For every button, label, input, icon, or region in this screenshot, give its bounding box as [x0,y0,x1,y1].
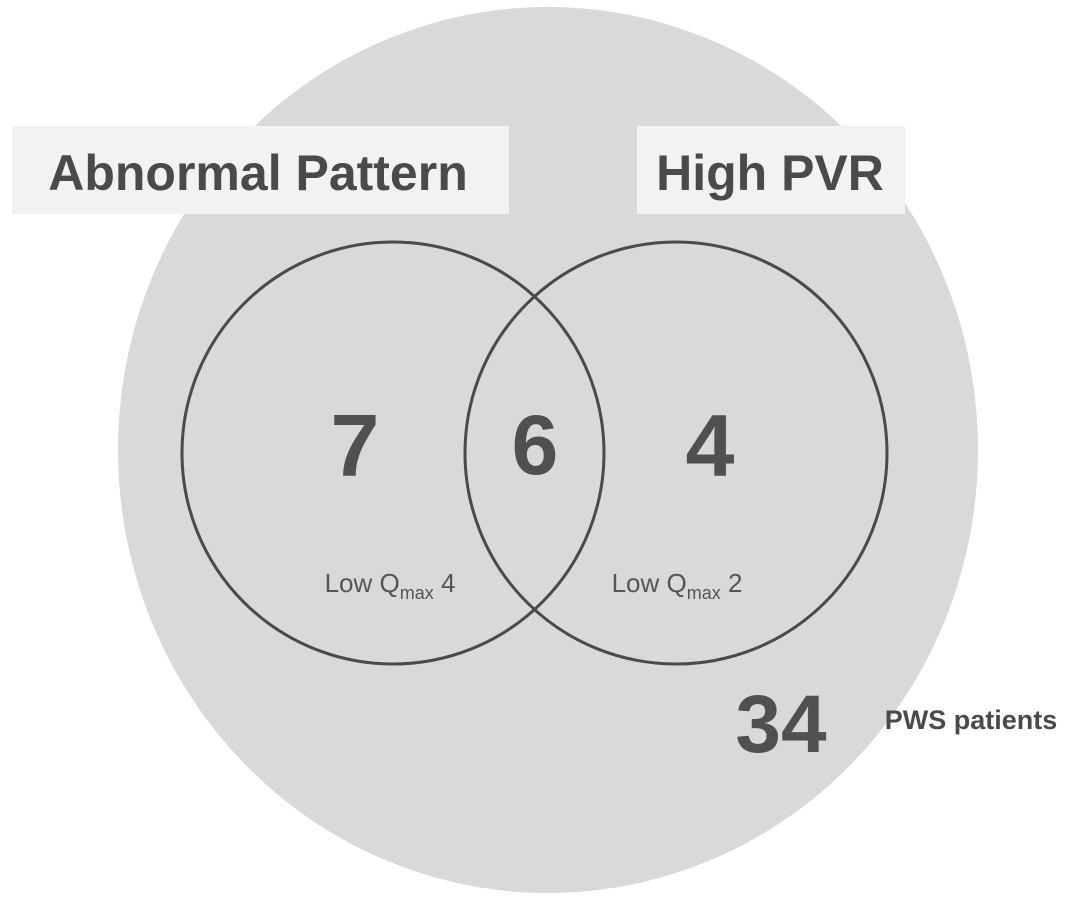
abnormal-only-note-prefix: Low Q [325,568,400,598]
abnormal-pattern-label-box [12,126,509,214]
abnormal-only-note-sub: max [400,583,434,603]
abnormal-pattern-circle [180,240,606,666]
high-pvr-only-note: Low Qmax 2 [612,568,743,603]
abnormal-only-note: Low Qmax 4 [325,568,456,603]
total-label: PWS patients [885,705,1058,735]
high-pvr-only-count: 4 [686,396,735,495]
high-pvr-only-note-prefix: Low Q [612,568,687,598]
high-pvr-label: High PVR [656,145,884,201]
universe-circle [118,7,978,893]
overlap-count: 6 [512,398,559,492]
abnormal-only-note-value: 4 [434,568,456,598]
high-pvr-only-note-value: 2 [721,568,743,598]
abnormal-pattern-label: Abnormal Pattern [48,145,468,201]
high-pvr-only-note-sub: max [687,583,721,603]
abnormal-only-count: 7 [331,396,380,495]
high-pvr-circle [463,240,889,666]
high-pvr-label-box [637,126,905,214]
total-count: 34 [735,679,827,770]
